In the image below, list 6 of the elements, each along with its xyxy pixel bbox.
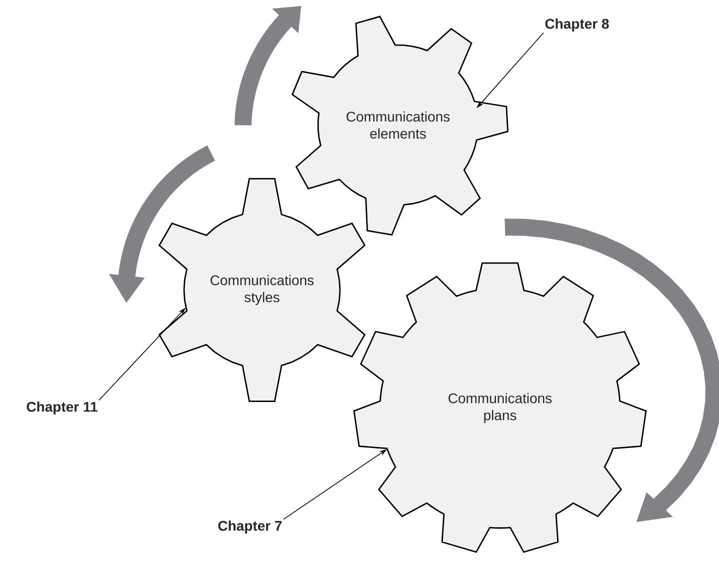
gear: Communications styles [158,178,366,402]
chapter-label: Chapter 8 [545,18,609,32]
chapter-label: Chapter 7 [218,520,282,534]
chapter-label: Chapter 11 [26,401,98,415]
gear: Communications elements [291,16,509,236]
gear: Communications plans [353,262,647,553]
